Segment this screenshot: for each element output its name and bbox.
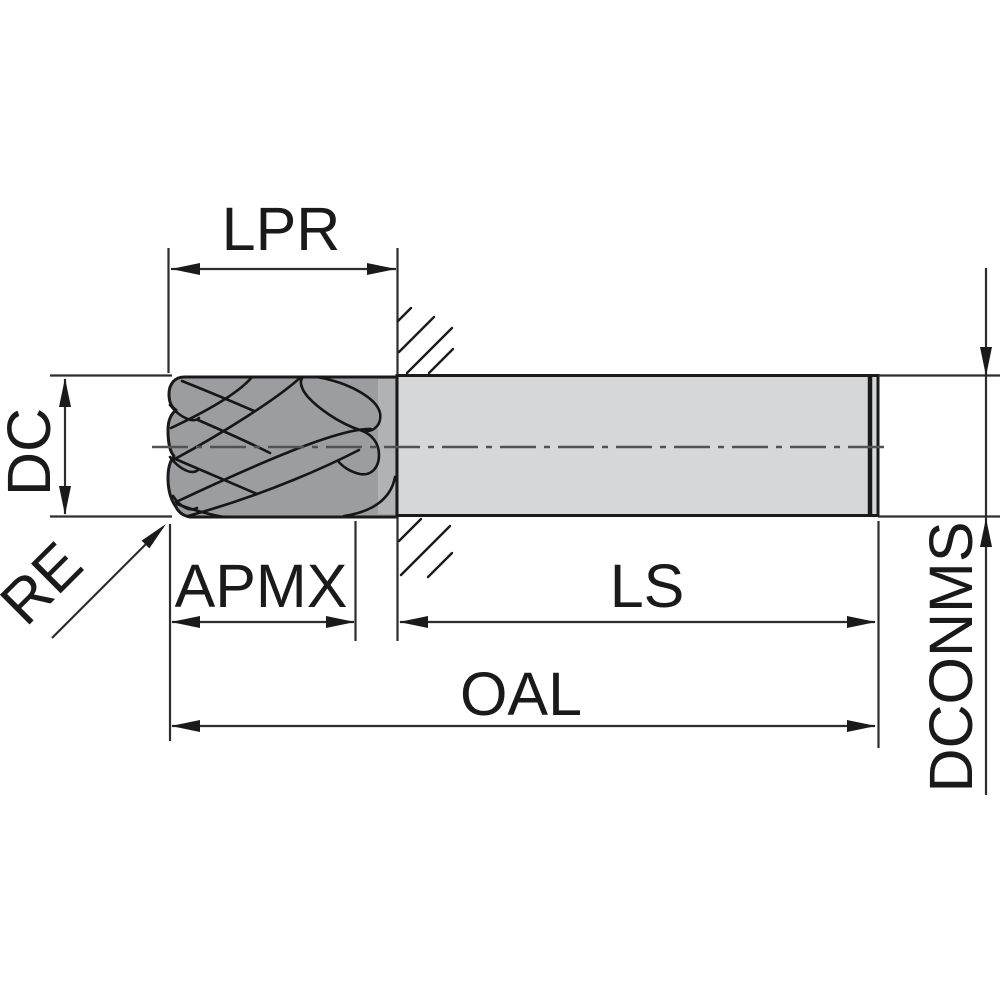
flute-edge: [171, 375, 303, 462]
flute-edge: [171, 456, 259, 496]
flute-edge: [174, 427, 373, 504]
hatch-stroke: [427, 347, 455, 375]
flute-curves: [168, 375, 397, 519]
dimension-label-dc: DC: [0, 408, 63, 496]
hatch-stroke: [397, 315, 436, 354]
dimension-lines: [50, 248, 1000, 795]
dimension-label-ls: LS: [610, 552, 685, 620]
hatch-stroke: [397, 517, 423, 543]
flute-edge: [169, 375, 254, 430]
arrowhead-apmx-right: [326, 616, 355, 628]
dimension-label-oal: OAL: [460, 660, 582, 728]
arrowhead-oal-left: [171, 720, 200, 732]
arrowheads: [59, 263, 992, 732]
arrowhead-dconms-top: [980, 347, 992, 376]
hatch-stroke: [399, 524, 452, 577]
arrowhead-ls-right: [847, 616, 876, 628]
hatch-stroke: [396, 306, 413, 323]
arrowhead-re: [141, 524, 166, 549]
flute-runout-lobe-lower: [336, 428, 381, 476]
flute-edge: [180, 379, 256, 413]
arrowhead-lpr-left: [171, 263, 200, 275]
hatch-stroke: [405, 326, 454, 375]
arrowhead-dc-bottom: [59, 486, 71, 515]
flute-end-scoop: [168, 455, 200, 474]
arrowhead-apmx-left: [171, 616, 200, 628]
flute-end-scoop: [168, 403, 201, 422]
hatch-stroke: [426, 551, 454, 579]
dimension-label-lpr: LPR: [222, 195, 341, 263]
dimension-label-apmx: APMX: [175, 552, 348, 620]
dimension-label-dconms: DCONMS: [917, 521, 985, 792]
flute-runout-scallop: [342, 475, 397, 518]
arrowhead-dc-top: [59, 378, 71, 407]
gauge-plane-hatching: [396, 306, 455, 579]
arrowhead-dconms-bottom: [980, 518, 992, 547]
re-leader-line: [51, 526, 164, 639]
arrowhead-lpr-right: [367, 263, 396, 275]
arrowhead-ls-left: [399, 616, 428, 628]
arrowhead-oal-right: [847, 720, 876, 732]
flute-edge: [186, 448, 361, 518]
flute-end-scoop: [171, 494, 199, 511]
flute-edge: [196, 418, 272, 455]
shank: [395, 374, 880, 517]
